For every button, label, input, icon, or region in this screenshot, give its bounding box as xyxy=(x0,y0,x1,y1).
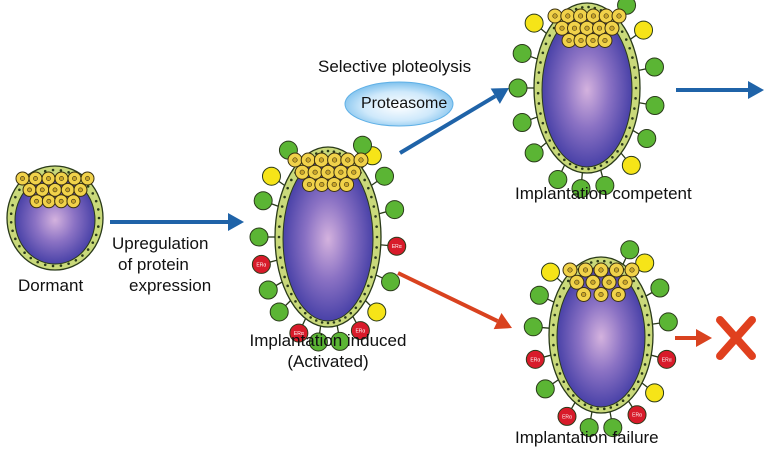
upregulation-label-line3: expression xyxy=(129,276,212,295)
green-protein xyxy=(308,332,328,352)
yellow-protein xyxy=(635,253,655,273)
arrow-upregulation xyxy=(110,213,244,231)
green-protein xyxy=(571,179,591,199)
green-protein xyxy=(579,418,599,438)
green-protein xyxy=(644,57,664,77)
er-alpha-text: ERα xyxy=(294,331,304,337)
arrow-to-failure-shaft xyxy=(397,271,499,323)
green-protein xyxy=(381,272,401,292)
green-protein xyxy=(658,312,678,332)
green-protein xyxy=(249,227,269,247)
green-protein xyxy=(523,317,543,337)
arrow-to-competent-head xyxy=(490,88,509,104)
green-protein xyxy=(508,78,528,98)
er-alpha-receptor xyxy=(350,321,370,341)
yellow-protein xyxy=(367,302,387,322)
er-alpha-receptor xyxy=(387,236,407,256)
implantation-induced-label-line1: Implantation induced xyxy=(249,331,407,350)
dormant-embryo xyxy=(6,165,104,271)
green-protein xyxy=(637,129,657,148)
inner-cell-mass xyxy=(287,152,369,192)
green-protein xyxy=(512,113,532,133)
implantation-competent-label: Implantation competent xyxy=(515,184,692,203)
arrow-competent-next-head xyxy=(748,81,764,99)
green-protein xyxy=(524,143,544,163)
green-protein xyxy=(620,240,640,260)
yellow-protein xyxy=(645,383,665,403)
green-protein xyxy=(253,191,273,211)
proteasome-label: Proteasome xyxy=(361,95,448,112)
arrow-upregulation-head xyxy=(228,213,244,231)
arrow-to-failure xyxy=(397,271,512,330)
er-alpha-receptor xyxy=(657,349,677,369)
er-alpha-receptor xyxy=(251,254,271,274)
competent-embryo xyxy=(508,0,665,199)
green-protein xyxy=(645,96,665,116)
green-protein xyxy=(595,176,615,196)
upregulation-label-line1: Upregulation xyxy=(112,234,209,253)
selective-proteolysis-label: Selective ploteolysis xyxy=(318,57,472,76)
implantation-induced-label-line2: (Activated) xyxy=(287,352,369,371)
inner-cell-mass xyxy=(547,8,627,48)
er-alpha-receptor xyxy=(627,405,647,425)
er-alpha-text: ERα xyxy=(632,413,642,419)
arrows xyxy=(110,81,764,360)
arrow-competent-next xyxy=(676,81,764,99)
er-alpha-text: ERα xyxy=(256,262,266,268)
green-protein xyxy=(258,280,278,300)
er-alpha-text: ERα xyxy=(355,329,365,335)
er-alpha-receptor xyxy=(525,349,545,369)
er-alpha-text: ERα xyxy=(662,357,672,363)
green-protein xyxy=(529,285,549,305)
green-protein xyxy=(535,379,555,399)
green-protein xyxy=(330,331,350,351)
green-protein xyxy=(650,278,670,298)
green-protein xyxy=(353,135,372,155)
yellow-protein xyxy=(621,155,641,175)
yellow-protein xyxy=(540,262,560,282)
er-alpha-text: ERα xyxy=(530,357,540,363)
yellow-protein xyxy=(261,166,281,186)
proteasome-icon xyxy=(344,81,454,127)
arrow-to-cross-head xyxy=(696,329,712,347)
green-protein xyxy=(385,200,405,220)
inner-cell-mass xyxy=(15,171,95,209)
green-protein xyxy=(375,166,395,186)
green-protein xyxy=(512,43,532,63)
arrow-to-failure-head xyxy=(493,312,512,330)
arrow-to-competent-shaft xyxy=(398,94,497,155)
failure-cross-icon xyxy=(716,316,756,360)
er-alpha-text: ERα xyxy=(392,244,402,250)
arrow-to-competent xyxy=(398,88,509,155)
dormant-label: Dormant xyxy=(18,276,84,295)
green-protein xyxy=(269,302,289,322)
yellow-protein xyxy=(524,13,544,33)
arrow-to-cross xyxy=(675,329,712,347)
yellow-protein xyxy=(634,20,654,40)
er-alpha-receptor xyxy=(289,323,309,343)
er-alpha-receptor xyxy=(557,406,577,426)
upregulation-label-line2: of protein xyxy=(118,255,189,274)
er-alpha-text: ERα xyxy=(562,414,572,420)
green-protein xyxy=(548,170,568,190)
green-protein xyxy=(603,418,623,438)
inner-cell-mass xyxy=(562,262,640,302)
implantation-failure-label: Implantation failure xyxy=(515,428,659,447)
